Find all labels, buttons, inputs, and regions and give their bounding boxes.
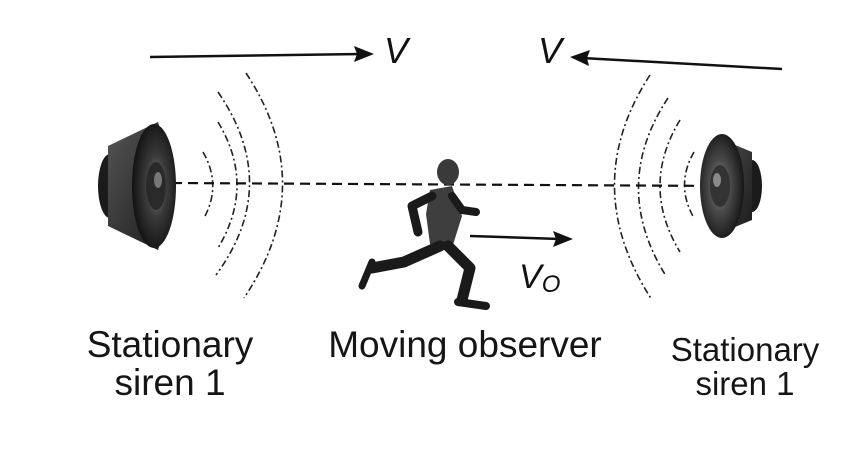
observer-velocity-subscript: O [541,271,561,298]
left-speaker-icon [98,122,176,250]
sound-velocity-label-left: V [384,30,409,71]
right-siren-label-line1: Stationary [670,331,820,368]
sound-velocity-label-right: V [538,30,563,71]
left-wavefronts [202,72,284,299]
left-siren-label-line2: siren 1 [114,361,226,403]
sound-velocity-arrow-right [570,50,783,71]
right-speaker-icon [700,134,762,238]
observer-velocity-arrow [469,231,573,247]
right-siren-label: Stationary siren 1 [640,333,850,400]
right-wavefronts [613,74,695,301]
observer-velocity-main: V [519,258,542,296]
moving-observer-label: Moving observer [300,326,630,364]
left-siren-label-line1: Stationary [86,324,254,365]
right-siren-label-line2: siren 1 [695,364,795,402]
running-observer-icon [358,159,490,310]
moving-observer-label-text: Moving observer [328,324,602,365]
left-siren-label: Stationary siren 1 [60,326,280,401]
observer-velocity-label: VO [519,258,560,299]
sound-velocity-arrow-left [149,46,374,62]
